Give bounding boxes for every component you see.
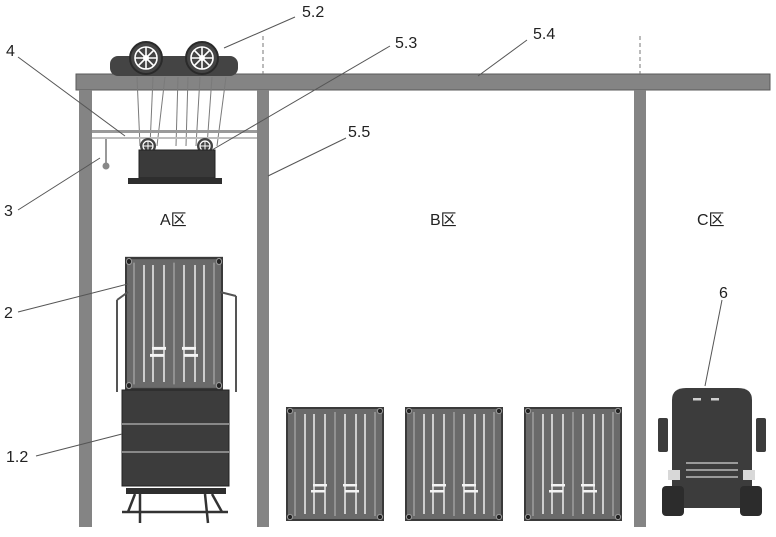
zone-label-a: A区 <box>160 212 187 229</box>
ref-label-5-3: 5.3 <box>395 35 418 52</box>
column-left <box>79 90 92 527</box>
ref-label-5-4: 5.4 <box>533 26 556 43</box>
ref-label-6: 6 <box>719 285 728 302</box>
top-beam <box>75 73 771 91</box>
hoist-icon <box>128 137 222 184</box>
ref-label-5-2: 5.2 <box>302 4 325 21</box>
gantry-frame <box>75 36 771 527</box>
container-icon-lifted <box>124 256 224 391</box>
ref-label-3: 3 <box>4 203 13 220</box>
container-icon-b3 <box>524 407 622 521</box>
zone-label-c: C区 <box>697 212 725 229</box>
hook-icon <box>102 139 110 170</box>
container-icon-b1 <box>286 407 384 521</box>
ref-label-2: 2 <box>4 305 13 322</box>
ref-label-5-5: 5.5 <box>348 124 371 141</box>
leader-lines <box>17 16 723 457</box>
column-middle <box>257 90 269 527</box>
zone-label-b: B区 <box>430 212 457 229</box>
hoist-ropes <box>136 76 227 147</box>
hoist-rail <box>92 130 257 139</box>
container-icon-b2 <box>405 407 503 521</box>
trolley-icon <box>110 41 238 76</box>
ref-label-4: 4 <box>6 43 15 60</box>
ref-label-1-2: 1.2 <box>6 449 29 466</box>
column-right <box>634 90 646 527</box>
transfer-cart-icon <box>116 291 237 524</box>
truck-icon <box>658 388 766 516</box>
